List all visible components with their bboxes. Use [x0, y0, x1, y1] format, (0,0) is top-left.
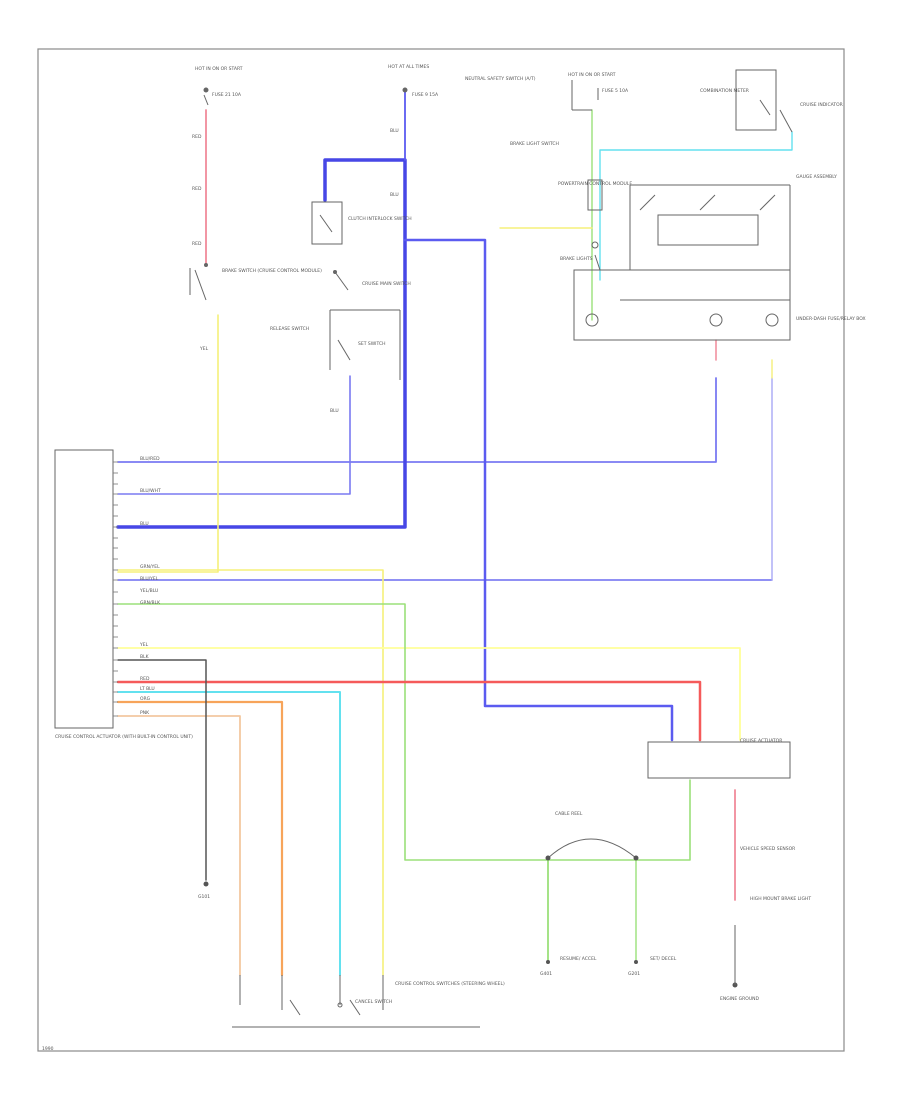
wire-blu-label-3: BLU	[330, 408, 339, 414]
cruise-indicator-label: CRUISE INDICATOR	[800, 102, 843, 108]
wire-cyan	[117, 691, 341, 976]
powertrain-label: POWERTRAIN CONTROL MODULE	[558, 181, 632, 187]
cable-reel-label: CABLE REEL	[555, 811, 583, 817]
set-decel-label: SET/ DECEL	[650, 956, 677, 962]
cruise-ctrl-switches-label: CRUISE CONTROL SWITCHES (STEERING WHEEL)	[395, 981, 505, 987]
fuse-left-label: FUSE 21 10A	[212, 92, 242, 98]
fuse-hot-right-label: HOT IN ON OR START	[568, 72, 616, 78]
high-mount-label: HIGH MOUNT BRAKE LIGHT	[750, 896, 811, 902]
fuse-left-symbol	[203, 87, 209, 106]
ground-left-marker	[203, 881, 209, 887]
wire-yel-long	[117, 647, 741, 741]
vss-label: VEHICLE SPEED SENSOR	[740, 846, 795, 852]
wire-red-label-2: RED	[192, 186, 202, 192]
ground-grn-right	[634, 960, 638, 964]
brake-lights-label: BRAKE LIGHTS	[560, 256, 593, 262]
cruise-main-label: CRUISE MAIN SWITCH	[362, 281, 411, 287]
top-mid-fuse-symbol	[402, 87, 408, 93]
wire-red-label-1: RED	[192, 134, 202, 140]
ground-g101-label: G101	[198, 894, 210, 900]
cable-reel-node-left	[545, 855, 551, 861]
pin-label-4: GRN/YEL	[140, 564, 160, 570]
pin-label-6: YEL/BLU	[139, 588, 158, 594]
cable-reel-node-right	[633, 855, 639, 861]
under-dash-label: UNDER-DASH FUSE/RELAY BOX	[796, 316, 866, 322]
wire-blu-long	[403, 238, 674, 742]
actuator-label: CRUISE ACTUATOR	[740, 738, 782, 744]
wire-org	[116, 700, 284, 977]
module-title-label: CRUISE CONTROL ACTUATOR (WITH BUILT-IN C…	[55, 734, 193, 740]
wire-blk	[117, 659, 207, 881]
pin-label-1: BLU/RED	[140, 456, 160, 462]
set-switch-label: SET SWITCH	[358, 341, 386, 347]
fuse-right-symbol	[571, 80, 599, 111]
pin-label-8: YEL	[139, 642, 149, 648]
pin-label-10: RED	[140, 676, 150, 682]
wire-blu-red	[117, 377, 717, 463]
wire-pnk	[117, 715, 241, 976]
pin-label-3: BLU	[140, 521, 149, 527]
pin-label-11: LT BLU	[140, 686, 155, 692]
combo-meter-label: COMBINATION METER	[700, 88, 749, 94]
cable-reel-symbol	[547, 838, 637, 859]
fuse-hot-mid-label: HOT AT ALL TIMES	[388, 64, 429, 70]
pin-label-9: BLK	[140, 654, 150, 660]
clutch-switch-label: CLUTCH INTERLOCK SWITCH	[348, 216, 412, 222]
brake-light-switch-box	[573, 184, 791, 341]
neutral-box-label: NEUTRAL SAFETY SWITCH (A/T)	[465, 76, 536, 82]
wire-cyan-top	[599, 131, 793, 281]
pin-label-13: PNK	[140, 710, 150, 716]
gauge-cluster-label: GAUGE ASSEMBLY	[796, 174, 837, 180]
wire-yel-left	[117, 314, 219, 573]
page-code-label: 1990	[42, 1046, 54, 1052]
fuse-mid-label: FUSE 9 15A	[412, 92, 439, 98]
pin-label-12: ORG	[140, 696, 151, 702]
cruise-control-switches	[232, 975, 480, 1028]
fuse-right-label: FUSE 5 10A	[602, 88, 629, 94]
wire-blu-label-2: BLU	[390, 192, 399, 198]
cancel-switch-label: CANCEL SWITCH	[355, 999, 392, 1005]
cruise-actuator-box	[647, 741, 791, 779]
cruise-main-switch-symbol	[329, 270, 401, 380]
fuse-hot-left-label: HOT IN ON OR START	[195, 66, 243, 72]
wire-red-long	[116, 680, 702, 742]
wire-grn-long	[117, 603, 691, 861]
diagram-frame	[37, 48, 845, 1052]
combo-meter-symbol	[735, 69, 793, 133]
clutch-switch-symbol	[311, 201, 343, 245]
pin-label-7: GRN/BLK	[140, 600, 161, 606]
pin-label-5: BLU/YEL	[140, 576, 159, 582]
wire-blu-label-1: BLU	[390, 128, 399, 134]
neutral-switch-symbol	[587, 179, 603, 271]
wire-yel-2	[117, 569, 384, 976]
brake-switch-symbol	[189, 263, 208, 301]
ground-g201-label: G201	[628, 971, 640, 977]
module-pins	[113, 461, 118, 717]
cruise-control-module	[54, 449, 114, 729]
wire-yel-label: YEL	[199, 346, 209, 352]
brake-switch-label: BRAKE SWITCH (CRUISE CONTROL MODULE)	[222, 268, 322, 274]
ground-grn-left	[546, 960, 550, 964]
ground-g401-label: G401	[540, 971, 552, 977]
brake-light-label: BRAKE LIGHT SWITCH	[510, 141, 559, 147]
pin-label-2: BLU/WHT	[140, 488, 161, 494]
engine-ground-label: ENGINE GROUND	[720, 996, 759, 1002]
resume-label: RESUME/ ACCEL	[560, 956, 597, 962]
release-switch-label: RELEASE SWITCH	[270, 326, 309, 332]
wire-blu-wht	[117, 375, 351, 495]
wire-red-label-3: RED	[192, 241, 202, 247]
